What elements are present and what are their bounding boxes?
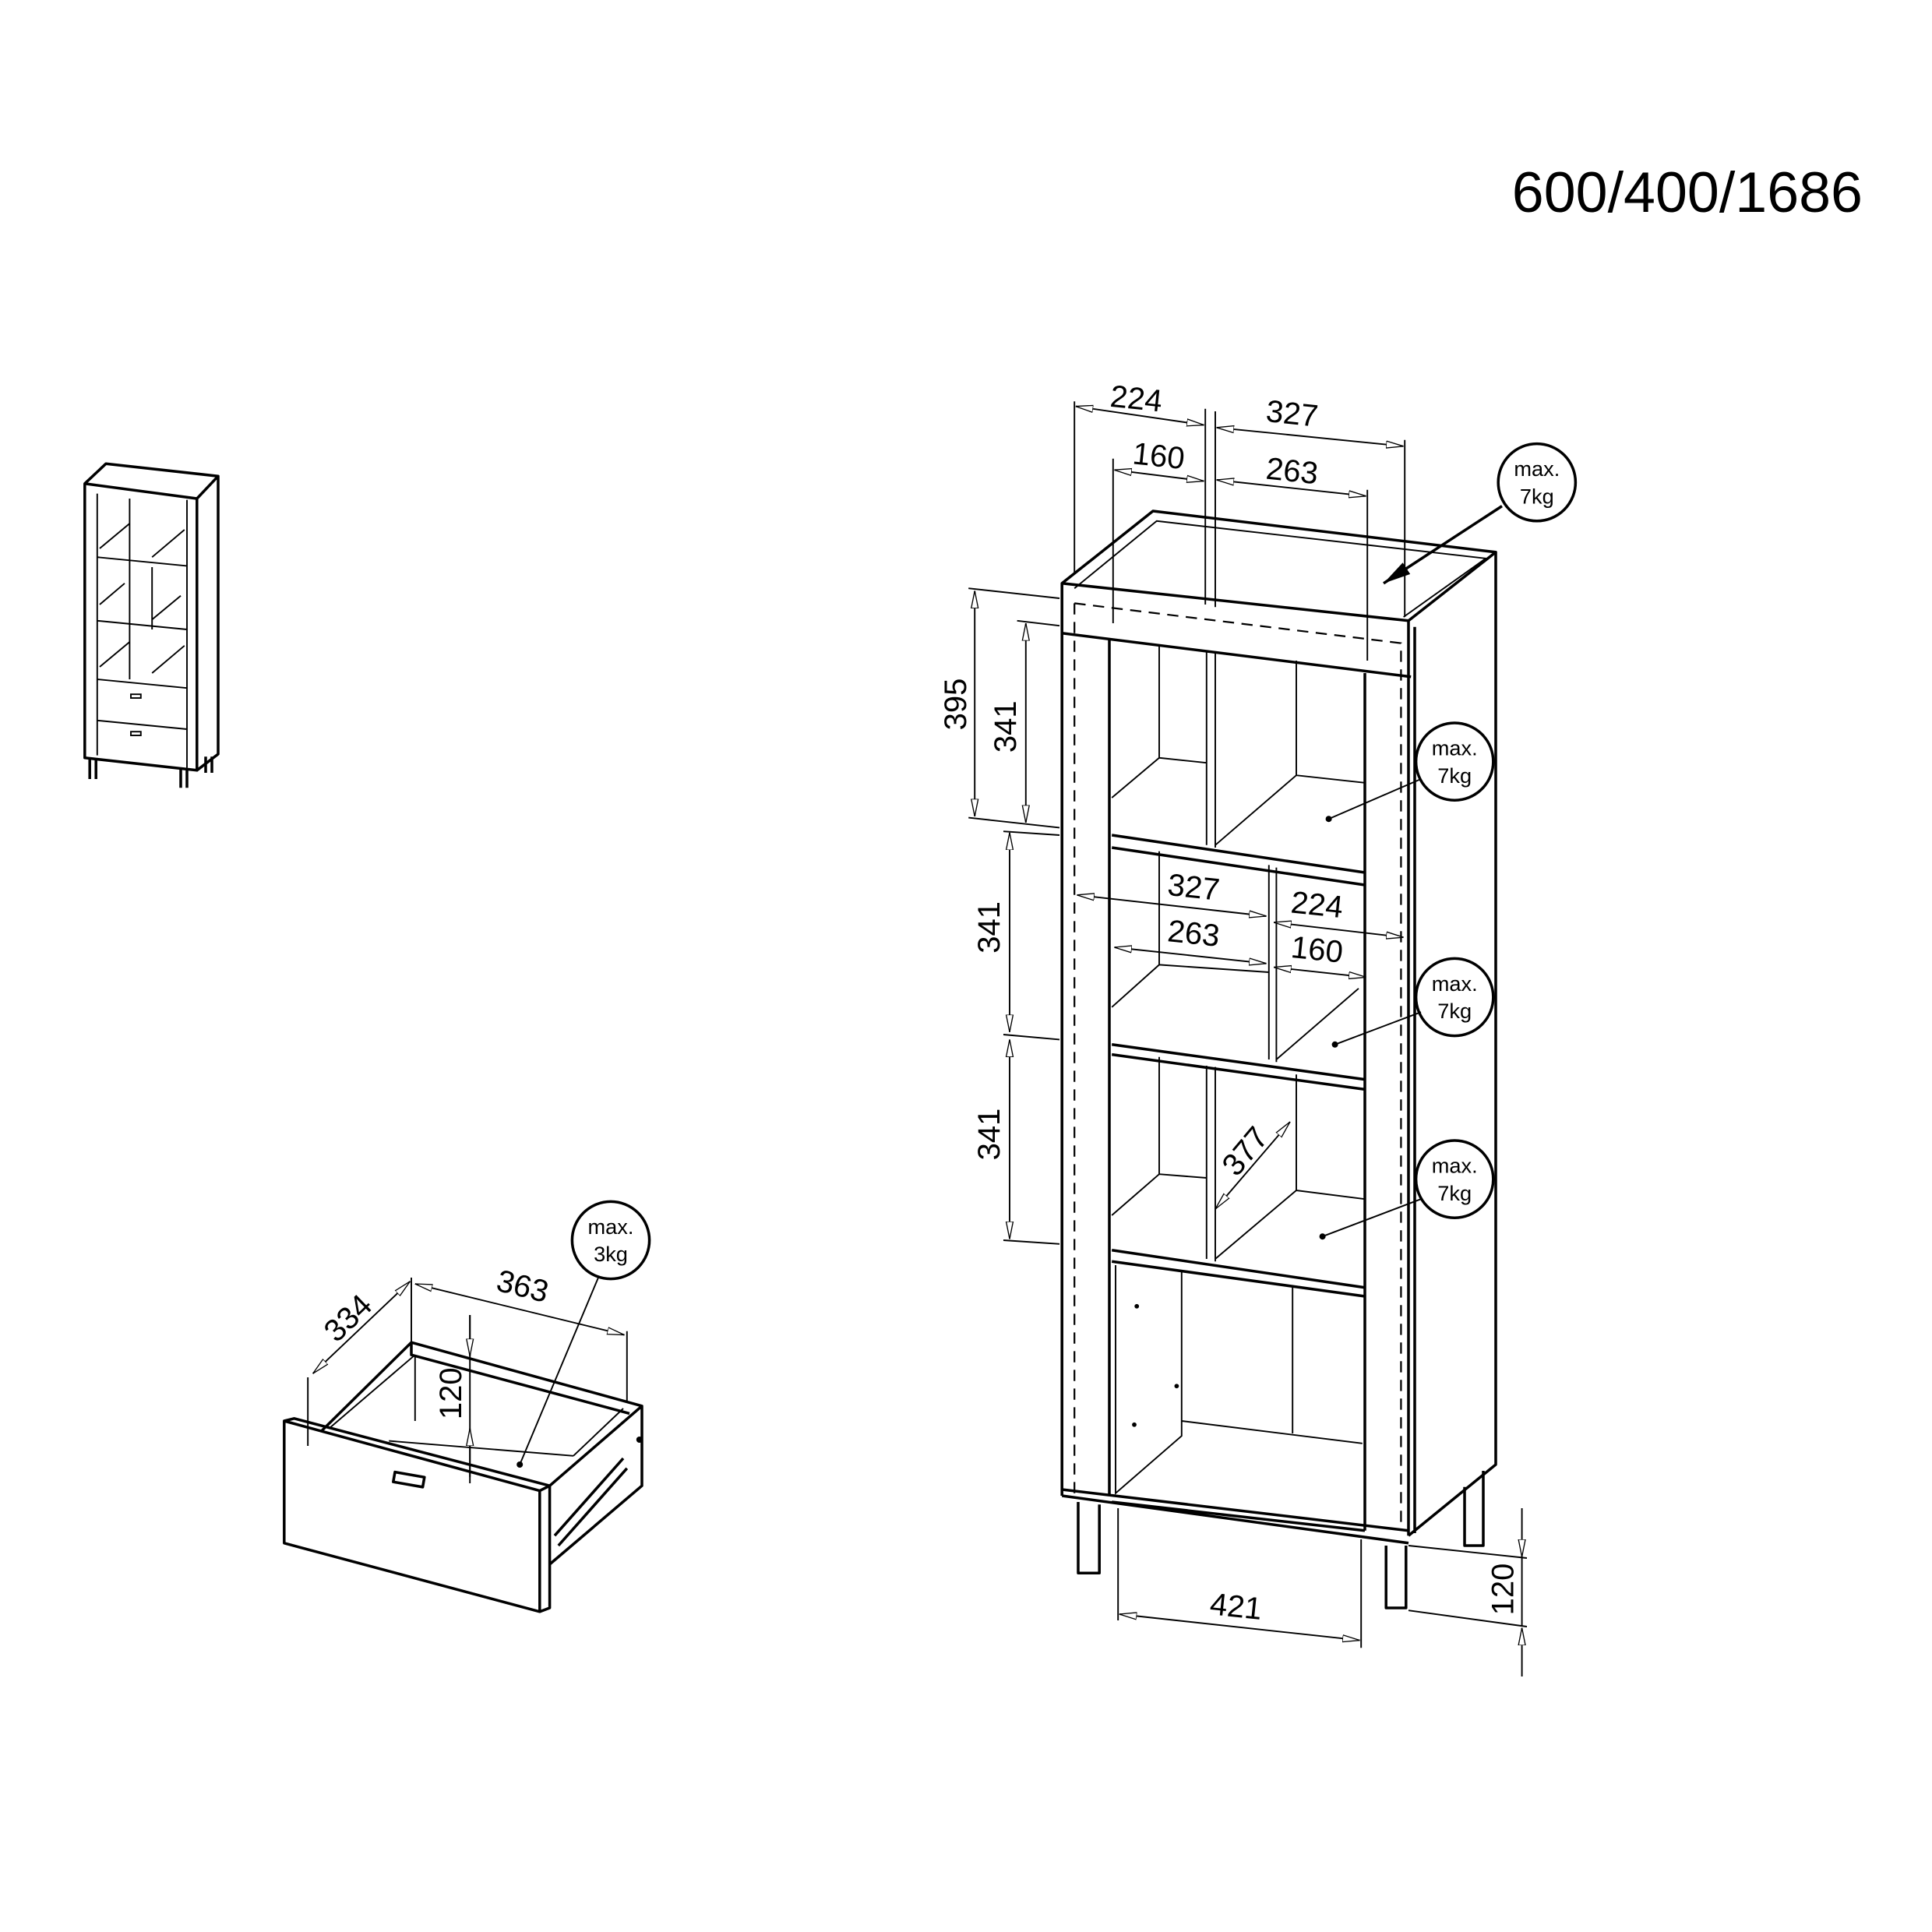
load-badge-drawer: max. 3kg <box>516 1200 651 1468</box>
svg-text:max.: max. <box>1432 1154 1478 1178</box>
svg-text:7kg: 7kg <box>1437 1181 1472 1205</box>
dim-120-drawer: 120 <box>434 1367 468 1419</box>
dim-120-leg: 120 <box>1486 1564 1520 1616</box>
svg-text:max.: max. <box>588 1215 634 1239</box>
dim-327-top: 327 <box>1264 394 1320 434</box>
thumbnail-cabinet <box>83 462 220 788</box>
dim-363-drawer: 363 <box>493 1264 552 1310</box>
load-badge-top: max. 7kg <box>1383 442 1578 585</box>
svg-text:7kg: 7kg <box>1437 763 1472 788</box>
dim-160-middle: 160 <box>1289 930 1345 970</box>
dim-341-bottom: 341 <box>972 1109 1007 1161</box>
cabinet-drawing <box>1060 509 1497 1609</box>
dim-377-diagonal: 377 <box>1215 1120 1275 1182</box>
dim-341-top: 341 <box>989 700 1023 753</box>
top-dimensions: 224 327 160 263 <box>1074 379 1406 661</box>
bottom-dimensions: 421 120 <box>1117 1508 1528 1676</box>
svg-text:max.: max. <box>1514 457 1560 481</box>
load-badge-shelf-2: max. 7kg <box>1331 957 1495 1048</box>
drawer-drawing: 334 363 120 <box>283 1264 643 1613</box>
dim-224-middle: 224 <box>1289 885 1345 925</box>
dim-160-top: 160 <box>1131 436 1186 476</box>
svg-text:7kg: 7kg <box>1437 999 1472 1023</box>
dim-327-middle: 327 <box>1166 868 1222 908</box>
load-badge-shelf-3: max. 7kg <box>1319 1139 1495 1240</box>
dimensions-title: 600/400/1686 <box>1512 160 1863 224</box>
dim-334-drawer: 334 <box>318 1288 379 1349</box>
dim-224-top: 224 <box>1109 379 1164 419</box>
dim-395: 395 <box>939 679 973 731</box>
left-dimensions: 395 341 341 341 <box>939 587 1060 1245</box>
dim-263-top: 263 <box>1264 452 1320 492</box>
svg-text:3kg: 3kg <box>594 1242 628 1266</box>
svg-text:max.: max. <box>1432 971 1478 996</box>
dim-421: 421 <box>1208 1587 1264 1627</box>
dim-341-middle: 341 <box>972 901 1007 954</box>
svg-text:max.: max. <box>1432 736 1478 760</box>
dim-263-middle: 263 <box>1166 914 1222 954</box>
svg-text:7kg: 7kg <box>1520 484 1554 508</box>
load-badge-shelf-1: max. 7kg <box>1325 721 1495 823</box>
middle-dimensions: 327 263 224 160 377 <box>1077 868 1403 1210</box>
